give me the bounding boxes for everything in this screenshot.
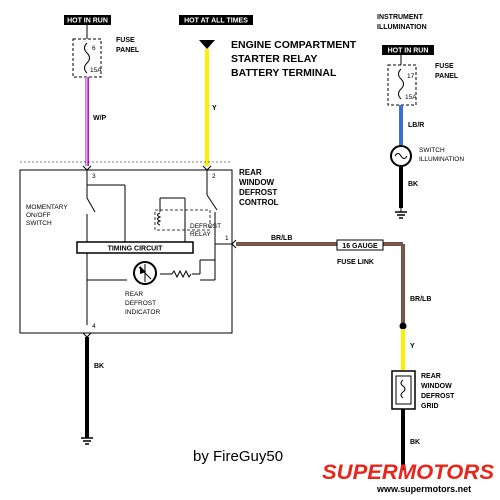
defrost-control-module [19,169,233,334]
hot-in-run-badge-2 [382,45,434,55]
wire-bk-right-label: BK [410,439,420,446]
supermotors-url: www.supermotors.net [376,484,471,494]
timing-circuit-label: TIMING CIRCUIT [108,246,164,253]
gauge-16-label: 16 GAUGE [342,243,378,250]
switch-illumination-bulb [390,145,412,167]
wire-bk-illum-label: BK [408,181,418,188]
pin-1-label: 1 [225,235,229,242]
wire-y-grid-label: Y [410,343,415,350]
supermotors-logo: SUPERMOTORS [322,461,494,484]
relay-coil [157,212,162,226]
fuse-17: 17 15A [387,55,417,106]
timing-circuit-block [76,241,194,254]
wire-wp [85,77,89,166]
fuse-17-amps: 15A [405,94,417,101]
connector-4 [82,332,92,338]
fuse-17-number: 17 [407,73,415,80]
wire-y-top-label: Y [212,105,217,112]
connector-1 [231,239,237,249]
wire-wp-label: W/P [93,115,107,122]
fuse-6-amps: 15A [90,67,102,74]
connector-2 [202,165,212,171]
hot-at-all-times-badge [179,15,253,25]
pin-4-label: 4 [92,323,96,330]
defrost-grid-element [391,370,416,410]
hot-in-run-badge-1 [64,15,111,25]
hot-in-run-label-2: HOT IN RUN [388,48,429,55]
relay-coil-box [154,209,211,231]
internal-circuit [86,170,232,325]
led-indicator-icon [133,261,157,285]
hot-at-all-times-label: HOT AT ALL TIMES [184,18,248,25]
splice-point [399,322,407,330]
battery-terminal-arrow [199,40,215,49]
wire-brlb [236,242,405,325]
fuse-6-number: 6 [92,45,96,52]
connector-3 [82,165,92,171]
credit-text: by FireGuy50 [193,448,283,465]
wire-lbr-label: LB/R [408,122,424,129]
pin-3-label: 3 [92,173,96,180]
wire-bk-left-label: BK [94,363,104,370]
wire-brlb-label-1: BR/LB [271,235,292,242]
ground-icon-left [81,437,93,445]
resistor-icon [171,269,192,279]
fuse-link-box [336,239,384,251]
fuse-link-label: FUSE LINK [337,259,374,266]
pin-2-label: 2 [212,173,216,180]
hot-in-run-label-1: HOT IN RUN [67,18,108,25]
fuse-6: 6 15A [72,25,102,78]
wire-brlb-label-2: BR/LB [410,296,431,303]
ground-icon [395,208,407,219]
